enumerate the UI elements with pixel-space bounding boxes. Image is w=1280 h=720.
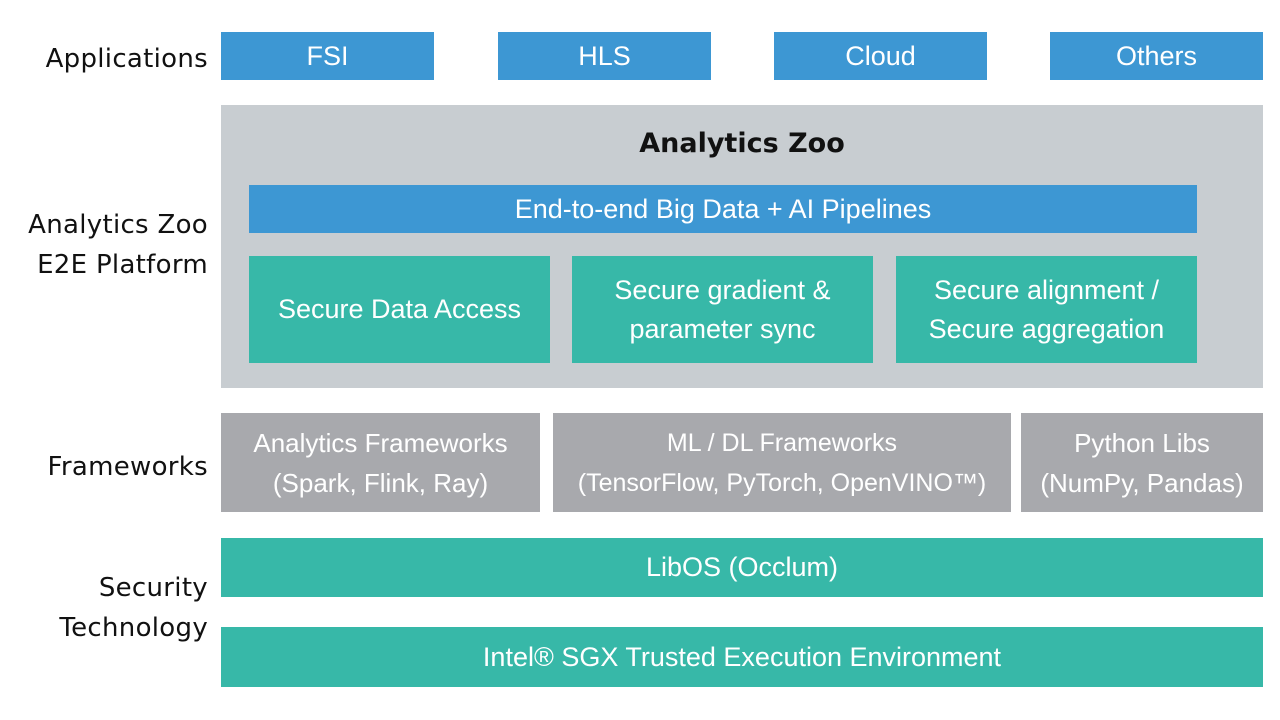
secure-box-3-line1: Secure alignment / (933, 274, 1160, 305)
row-label-platform-line1: Analytics Zoo (28, 210, 208, 240)
secure-data-access-box: Secure Data Access (249, 256, 550, 363)
secure-alignment-aggregation-box: Secure alignment / Secure aggregation (896, 256, 1197, 363)
secure-box-1-line1: Secure Data Access (277, 294, 522, 324)
app-box-fsi: FSI (221, 32, 434, 80)
ml-dl-frameworks-box: ML / DL Frameworks (TensorFlow, PyTorch,… (553, 413, 1011, 512)
secure-gradient-sync-box: Secure gradient & parameter sync (572, 256, 873, 363)
row-label-applications: Applications (45, 44, 208, 74)
fw-box-3-line2: (NumPy, Pandas) (1040, 467, 1244, 498)
python-libs-box: Python Libs (NumPy, Pandas) (1021, 413, 1263, 512)
fw-box-3-line1: Python Libs (1074, 427, 1210, 458)
platform-title: Analytics Zoo (639, 128, 845, 159)
app-box-others: Others (1050, 32, 1263, 80)
analytics-frameworks-box: Analytics Frameworks (Spark, Flink, Ray) (221, 413, 540, 512)
fw-box-2-line1: ML / DL Frameworks (666, 428, 898, 457)
row-label-security: Security Technology (59, 568, 208, 648)
fw-box-1-line1: Analytics Frameworks (253, 427, 508, 458)
secure-box-3-line2: Secure aggregation (928, 313, 1165, 344)
app-box-cloud: Cloud (774, 32, 987, 80)
row-label-frameworks: Frameworks (47, 452, 208, 482)
libos-bar: LibOS (Occlum) (221, 538, 1263, 597)
row-label-platform-line2: E2E Platform (37, 250, 208, 280)
row-label-security-line2: Technology (59, 613, 208, 643)
app-box-hls: HLS (498, 32, 711, 80)
row-label-platform: Analytics Zoo E2E Platform (28, 205, 208, 285)
fw-box-1-line2: (Spark, Flink, Ray) (272, 467, 489, 498)
pipeline-bar: End-to-end Big Data + AI Pipelines (249, 185, 1197, 233)
secure-box-2-line1: Secure gradient & (614, 274, 831, 305)
sgx-bar: Intel® SGX Trusted Execution Environment (221, 627, 1263, 687)
row-label-security-line1: Security (98, 573, 208, 603)
secure-box-2-line2: parameter sync (629, 313, 816, 344)
fw-box-2-line2: (TensorFlow, PyTorch, OpenVINO™) (577, 468, 987, 497)
